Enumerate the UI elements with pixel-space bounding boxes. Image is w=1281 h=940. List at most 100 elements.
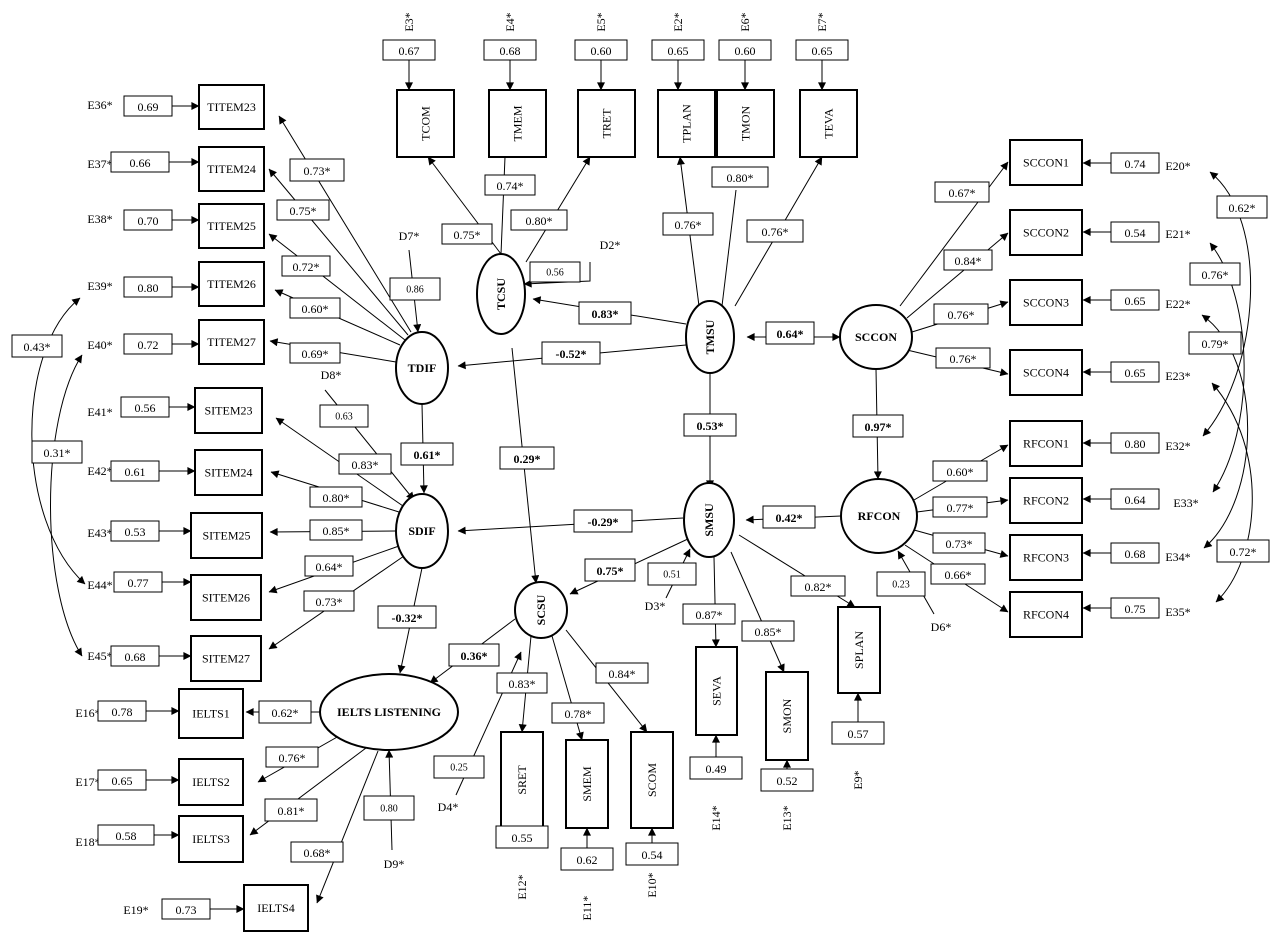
label-covariances-e23_e35: 0.72* xyxy=(1230,545,1257,559)
indicator-sitem25 xyxy=(190,512,263,559)
label-loadings-smon-box xyxy=(741,620,795,642)
indicator-titem27-label: TITEM27 xyxy=(207,335,256,349)
error-e21-value-box xyxy=(1110,221,1160,243)
error-e2-value-box xyxy=(651,39,705,61)
label-loadings-titem24: 0.75* xyxy=(290,204,317,218)
error-e19-label: E19* xyxy=(123,903,148,917)
label-paths-tmsu_tcsu-box xyxy=(578,301,632,325)
label-loadings-rfcon3: 0.73* xyxy=(946,537,973,551)
covariance-e40-e45 xyxy=(50,354,83,657)
label-loadings-tmon-box xyxy=(711,166,769,188)
label-loadings-tmem: 0.74* xyxy=(497,179,524,193)
error-e39-label: E39* xyxy=(87,279,112,293)
indicator-titem25-label: TITEM25 xyxy=(207,219,256,233)
label-paths-smsu_scsu-box xyxy=(584,558,636,582)
label-loadings-titem26: 0.60* xyxy=(302,302,329,316)
label-loadings-sitem24: 0.80* xyxy=(323,491,350,505)
error-e12-label: E12* xyxy=(515,874,529,899)
indicator-rfcon1-label: RFCON1 xyxy=(1023,437,1069,451)
label-loadings-smem: 0.78* xyxy=(565,707,592,721)
label-loadings-sccon2-box xyxy=(943,249,993,271)
error-e42-label: E42* xyxy=(87,464,112,478)
error-e5-value-box xyxy=(574,39,628,61)
label-loadings-titem25-box xyxy=(281,255,331,277)
error-e14-label: E14* xyxy=(709,805,723,830)
label-paths-tdif_sdif: 0.61* xyxy=(414,448,441,462)
label-covariances-e40_e45: 0.31* xyxy=(44,446,71,460)
label-loadings-sitem24-box xyxy=(309,486,363,508)
error-e33-value-box xyxy=(1110,488,1160,510)
latent-ielts-label: IELTS LISTENING xyxy=(337,705,441,719)
error-e40-value: 0.72 xyxy=(138,338,159,352)
disturbance-d3-value-box xyxy=(647,562,697,586)
error-e38-value: 0.70 xyxy=(138,214,159,228)
error-e7-value: 0.65 xyxy=(812,44,833,58)
indicator-smon-label: SMON xyxy=(780,698,794,733)
indicator-titem23-label: TITEM23 xyxy=(207,100,256,114)
label-paths-tmsu_tdif: -0.52* xyxy=(556,347,587,361)
label-loadings-titem23-box xyxy=(289,158,345,182)
label-loadings-splan: 0.82* xyxy=(805,580,832,594)
error-e19-value: 0.73 xyxy=(176,903,197,917)
disturbance-d2-arrow xyxy=(523,262,591,288)
error-e4-value: 0.68 xyxy=(500,44,521,58)
label-loadings-teva-box xyxy=(746,219,804,243)
error-e43-label: E43* xyxy=(87,526,112,540)
indicator-rfcon2-label: RFCON2 xyxy=(1023,494,1069,508)
edge-smsu-seva xyxy=(711,556,720,648)
indicator-rfcon4-label: RFCON4 xyxy=(1023,608,1069,622)
covariance-e23-e35 xyxy=(1211,382,1253,603)
indicator-sitem23 xyxy=(194,387,263,434)
error-e18-value: 0.58 xyxy=(116,829,137,843)
error-e40-label: E40* xyxy=(87,338,112,352)
edge-sccon-sccon1 xyxy=(899,161,1009,307)
label-loadings-sret-box xyxy=(496,672,548,694)
disturbance-d3-value: 0.51 xyxy=(663,570,681,581)
error-e20-value: 0.74 xyxy=(1125,157,1146,171)
error-e33-label: E33* xyxy=(1173,496,1198,510)
indicator-titem24 xyxy=(198,146,265,192)
label-loadings-sccon4-box xyxy=(935,347,991,369)
error-e39-value-box xyxy=(123,276,173,298)
indicator-tmon-label: TMON xyxy=(739,106,753,142)
covariance-curves-layer xyxy=(31,171,1253,657)
disturbance-d8-value: 0.63 xyxy=(335,412,353,423)
label-loadings-sitem23: 0.83* xyxy=(352,458,379,472)
error-e42-value: 0.61 xyxy=(125,465,146,479)
indicator-sccon1 xyxy=(1009,139,1083,186)
label-loadings-titem25: 0.72* xyxy=(293,260,320,274)
indicator-scom-label: SCOM xyxy=(645,763,659,797)
label-covariances-e21_e33: 0.76* xyxy=(1202,268,1229,282)
error-e22-value-box xyxy=(1110,289,1160,311)
label-loadings-ielts2-box xyxy=(265,746,319,768)
label-loadings-titem24-box xyxy=(276,199,330,221)
error-e35-label: E35* xyxy=(1165,605,1190,619)
error-e21-label: E21* xyxy=(1165,227,1190,241)
indicator-titem27 xyxy=(198,319,265,365)
disturbance-d9-value-box xyxy=(363,795,415,821)
indicator-sret xyxy=(500,731,544,829)
error-e39-value: 0.80 xyxy=(138,281,159,295)
edge-smsu-smon xyxy=(730,551,785,673)
error-e22-value: 0.65 xyxy=(1125,294,1146,308)
latent-tmsu-label: TMSU xyxy=(703,319,717,354)
error-e16-label: E16* xyxy=(75,706,100,720)
label-paths-tmsu_smsu: 0.53* xyxy=(697,419,724,433)
error-e12-value: 0.55 xyxy=(512,831,533,845)
label-covariances-e22_e34: 0.79* xyxy=(1202,337,1229,351)
error-e16-value-box xyxy=(97,700,147,722)
label-loadings-tcom: 0.75* xyxy=(454,228,481,242)
label-paths-sccon_rfcon: 0.97* xyxy=(865,420,892,434)
indicator-sccon3 xyxy=(1009,279,1083,326)
error-e4-value-box xyxy=(483,39,537,61)
indicator-ielts3 xyxy=(178,815,244,863)
error-e45-value-box xyxy=(110,645,160,667)
error-e20-label: E20* xyxy=(1165,159,1190,173)
indicator-tplan xyxy=(657,89,716,158)
label-loadings-sccon3: 0.76* xyxy=(948,308,975,322)
edge-ielts-ielts4 xyxy=(316,750,379,904)
error-e10-value: 0.54 xyxy=(642,848,663,862)
label-loadings-tret: 0.80* xyxy=(526,214,553,228)
label-loadings-sitem25: 0.85* xyxy=(323,524,350,538)
